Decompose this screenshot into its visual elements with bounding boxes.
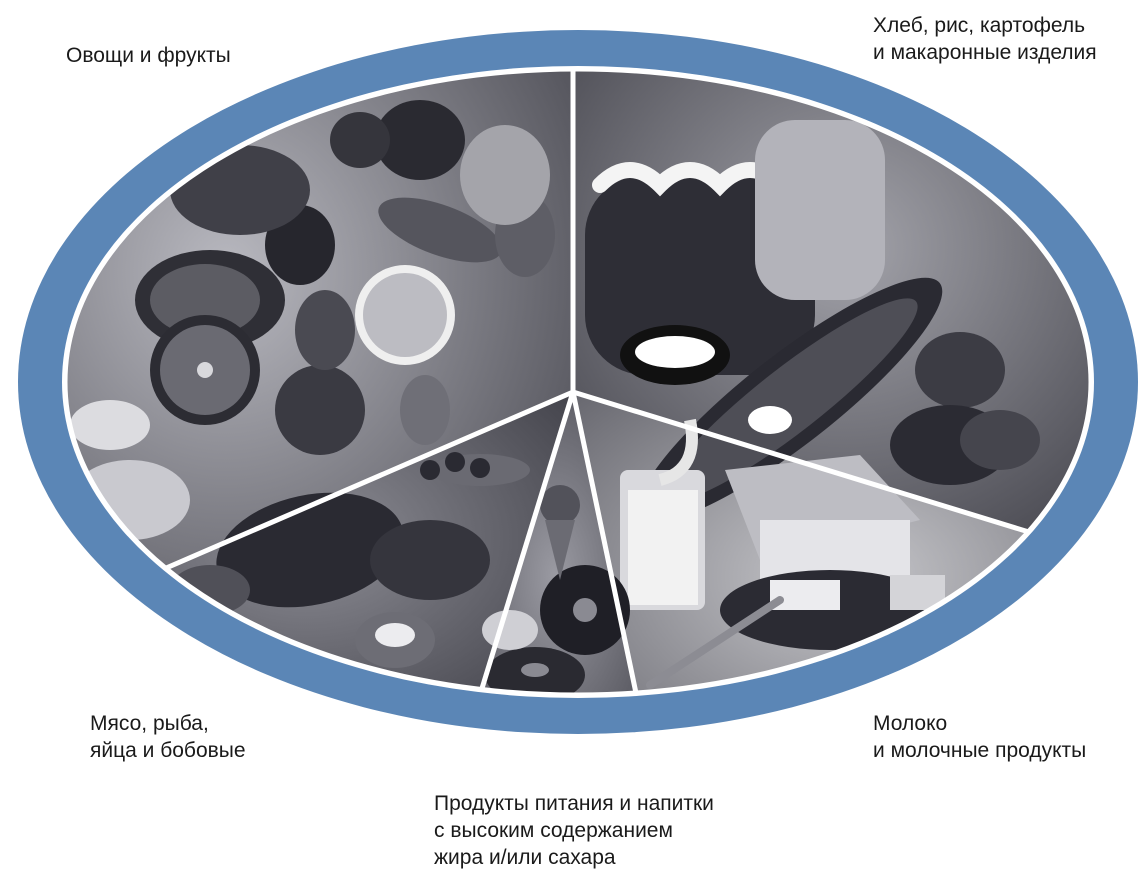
label-sweet-line-1: Продукты питания и напитки bbox=[434, 790, 714, 817]
label-bread-line-1: Хлеб, рис, картофель bbox=[873, 12, 1097, 39]
label-meat-line-2: яйца и бобовые bbox=[90, 737, 246, 764]
label-dairy-line-1: Молоко bbox=[873, 710, 1086, 737]
label-vegetables-fruits: Овощи и фрукты bbox=[66, 42, 231, 69]
label-dairy: Молоко и молочные продукты bbox=[873, 710, 1086, 764]
label-meat-fish-eggs-beans: Мясо, рыба, яйца и бобовые bbox=[90, 710, 246, 764]
label-bread-line-2: и макаронные изделия bbox=[873, 39, 1097, 66]
label-fatty-sugary: Продукты питания и напитки с высоким сод… bbox=[434, 790, 714, 871]
label-sweet-line-2: с высоким содержанием bbox=[434, 817, 714, 844]
label-dairy-line-2: и молочные продукты bbox=[873, 737, 1086, 764]
label-vegetables-fruits-line: Овощи и фрукты bbox=[66, 42, 231, 69]
label-sweet-line-3: жира и/или сахара bbox=[434, 844, 714, 871]
label-bread-rice-potatoes-pasta: Хлеб, рис, картофель и макаронные издели… bbox=[873, 12, 1097, 66]
label-meat-line-1: Мясо, рыба, bbox=[90, 710, 246, 737]
